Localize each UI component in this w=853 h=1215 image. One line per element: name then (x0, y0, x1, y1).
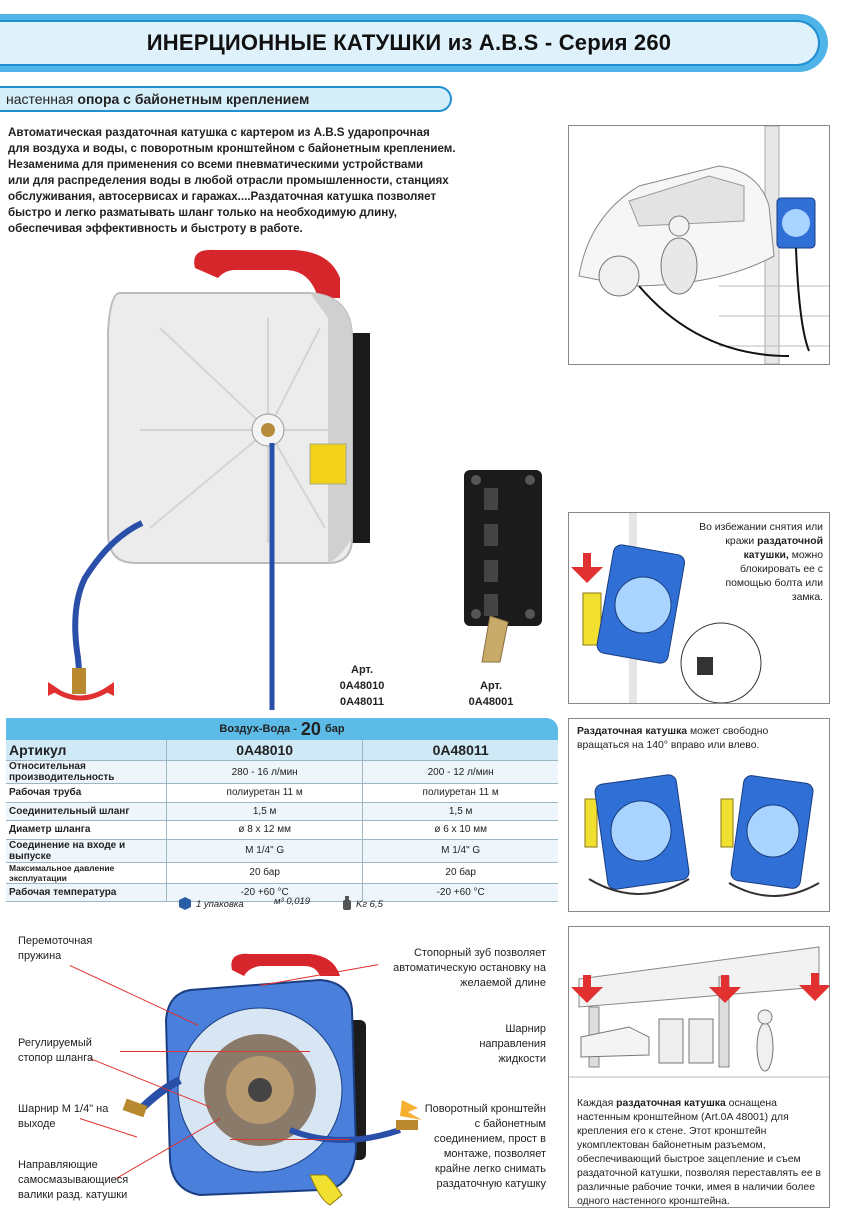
column-header: Артикул (6, 740, 167, 761)
intro-line: Автоматическая раздаточная катушка с кар… (8, 126, 430, 139)
table-cell: полиуретан 11 м (165, 783, 364, 803)
column-header: 0A48010 (165, 740, 364, 761)
row-label: Соединение на входе и выпуске (6, 839, 167, 863)
intro-line: или для распределения воды в любой отрас… (8, 174, 449, 187)
packing-units-text: 1 упаковка (196, 899, 244, 910)
table-cell: 20 бар (362, 862, 558, 884)
table-row: Максимальное давление эксплуатации 20 ба… (6, 862, 558, 884)
column-header: 0A48011 (362, 740, 558, 761)
table-row: Рабочая температура -20 +60 °C -20 +60 °… (6, 883, 558, 903)
callout-swivel: Шарнир направления жидкости (479, 1023, 546, 1065)
rotation-caption-post: может свободно вращаться на 140° вправо … (577, 726, 769, 751)
callout-line (120, 1051, 310, 1052)
table-header-pre: Воздух-Вода - (219, 723, 297, 735)
page-title: ИНЕРЦИОННЫЕ КАТУШКИ из A.B.S - Серия 260 (146, 30, 672, 55)
station-info-box: Каждая раздаточная катушка оснащена наст… (568, 926, 830, 1208)
row-label: Максимальное давление эксплуатации (6, 862, 167, 884)
packing-units: 1 упаковка (178, 896, 244, 913)
station-caption-bold: раздаточная катушка (616, 1098, 726, 1109)
table-header-pressure: 20 (300, 718, 321, 739)
row-label: Рабочая температура (6, 883, 167, 903)
title-banner: ИНЕРЦИОННЫЕ КАТУШКИ из A.B.S - Серия 260 (0, 20, 820, 66)
intro-line: для воздуха и воды, с поворотным кронште… (8, 142, 456, 155)
subtitle-bar: настенная опора с байонетным креплением (0, 86, 452, 112)
subtitle-bold: опора с байонетным креплением (77, 91, 310, 107)
subtitle-plain: настенная (6, 91, 74, 107)
packing-volume: м³ 0,019 (274, 896, 310, 907)
callout-stopper: Регулируемый стопор шланга (18, 1037, 94, 1064)
art-bracket-code: Арт. 0A48001 (450, 678, 532, 710)
callout-line (230, 1139, 350, 1140)
intro-line: обслуживания, автосервисах и гаражах....… (8, 190, 437, 203)
art-code: 0A48010 (339, 680, 385, 692)
station-caption-post: оснащена настенным кронштейном (Art.0A 4… (577, 1098, 822, 1207)
callout-tooth: Стопорный зуб позволяет автоматическую о… (393, 947, 546, 989)
lock-caption: Во избежании снятия или кражи раздаточно… (697, 521, 823, 605)
lock-caption-post: можно блокировать ее с помощью болта или… (725, 550, 823, 603)
table-cell: M 1/4" G (165, 839, 364, 863)
row-label: Рабочая труба (6, 783, 167, 803)
table-row: Соединение на входе и выпуске M 1/4" G M… (6, 839, 558, 863)
reel-cutaway-image (122, 953, 422, 1206)
row-label: Диаметр шланга (6, 820, 167, 840)
table-row: Соединительный шланг 1,5 м 1,5 м (6, 802, 558, 822)
table-cell: ø 8 x 12 мм (165, 820, 364, 840)
station-caption: Каждая раздаточная катушка оснащена наст… (577, 1097, 825, 1209)
art-reel-codes: Арт. 0A48010 0A48011 (322, 662, 402, 710)
table-cell: 1,5 м (165, 802, 364, 822)
lock-info-box: Во избежании снятия или кражи раздаточно… (568, 512, 830, 704)
callout-spring: Перемоточная пружина (18, 935, 93, 962)
art-code: 0A48011 (339, 696, 385, 708)
weight-icon (342, 896, 352, 913)
lock-caption-pre: Во избежании снятия или кражи (699, 522, 823, 547)
table-cell: 200 - 12 л/мин (362, 760, 558, 784)
callout-rollers: Направляющие самосмазывающиеся валики ра… (18, 1159, 129, 1201)
art-label: Арт. (480, 680, 502, 692)
row-label: Соединительный шланг (6, 802, 167, 822)
lock-caption-bold: раздаточной катушки, (743, 536, 823, 561)
art-code: 0A48001 (468, 696, 514, 708)
station-caption-pre: Каждая (577, 1098, 614, 1109)
row-label: Относительная производительность (6, 760, 167, 784)
rotation-caption-bold: Раздаточная катушка (577, 726, 688, 737)
packing-weight-text: Kг 6,5 (356, 899, 383, 910)
intro-line: Незаменима для применения со всеми пневм… (8, 158, 424, 171)
table-cell: ø 6 x 10 мм (362, 820, 558, 840)
table-cell: 20 бар (165, 862, 364, 884)
hose-reel-product-image (48, 249, 370, 710)
box-icon (178, 896, 192, 913)
table-cell: -20 +60 °C (362, 883, 558, 903)
table-cell: M 1/4" G (362, 839, 558, 863)
table-cell: 280 - 16 л/мин (165, 760, 364, 784)
intro-line: обеспечивая эффективность и быстроту в р… (8, 222, 303, 235)
callout-bracket: Поворотный кронштейн с байонетным соедин… (424, 1103, 546, 1190)
table-cell: полиуретан 11 м (362, 783, 558, 803)
table-header-unit: бар (324, 723, 345, 735)
table-cell: -20 +60 °C (165, 883, 364, 903)
intro-text: Автоматическая раздаточная катушка с кар… (8, 125, 478, 237)
rotation-info-box: Раздаточная катушка может свободно враща… (568, 718, 830, 912)
table-row: Диаметр шланга ø 8 x 12 мм ø 6 x 10 мм (6, 820, 558, 840)
art-label: Арт. (351, 664, 373, 676)
table-cell: 1,5 м (362, 802, 558, 822)
table-row: Относительная производительность 280 - 1… (6, 760, 558, 784)
table-header-row: Артикул 0A48010 0A48011 (6, 740, 558, 761)
table-row: Рабочая труба полиуретан 11 м полиуретан… (6, 783, 558, 803)
packing-volume-text: м³ 0,019 (274, 896, 311, 907)
spec-table: Артикул 0A48010 0A48011 Относительная пр… (6, 740, 558, 903)
table-header-bar: Воздух-Вода - 20 бар (6, 718, 558, 740)
rotation-caption: Раздаточная катушка может свободно враща… (577, 725, 823, 753)
packing-weight: Kг 6,5 (342, 896, 383, 913)
intro-line: быстро и легко разматывать шланг только … (8, 206, 397, 219)
wall-bracket-image (464, 470, 542, 663)
callout-outlet: Шарнир M 1/4" на выходе (18, 1103, 109, 1130)
car-service-image (568, 125, 830, 365)
